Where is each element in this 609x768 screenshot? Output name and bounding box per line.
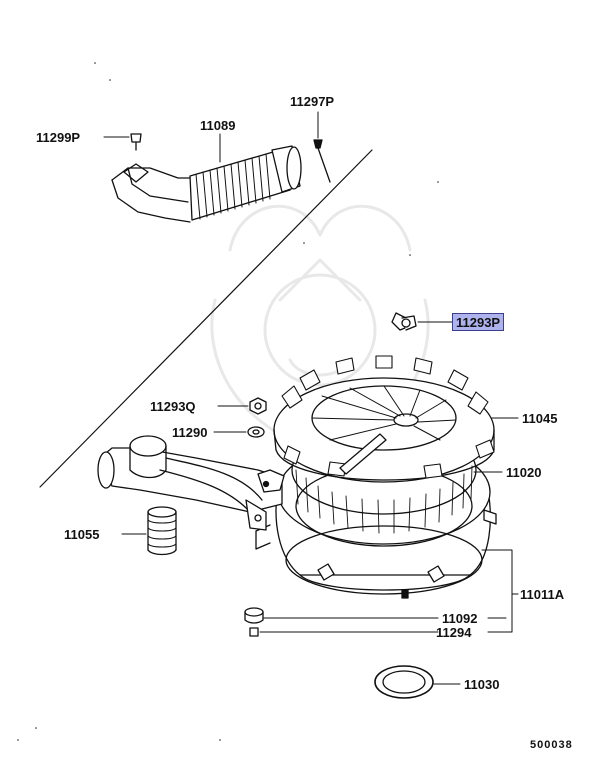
callout-11055: 11055 — [64, 527, 100, 542]
callout-11045: 11045 — [522, 411, 558, 426]
callout-11293P-highlighted: 11293P — [452, 313, 505, 331]
sleeve-11055 — [121, 506, 177, 556]
inlet-duct-resonator — [97, 435, 285, 531]
callout-11297P: 11297P — [290, 94, 335, 109]
callout-11089: 11089 — [200, 118, 236, 133]
separator-line — [39, 149, 373, 488]
grommet-11092 — [244, 607, 439, 624]
callout-11299P: 11299P — [36, 130, 81, 145]
gasket-11030 — [374, 665, 461, 699]
callout-11011A: 11011A — [520, 587, 565, 602]
callout-11020: 11020 — [506, 465, 542, 480]
bushing-11294 — [249, 627, 439, 637]
intake-hose-11089 — [111, 145, 302, 223]
callout-11030: 11030 — [464, 677, 500, 692]
callout-11293Q: 11293Q — [150, 399, 196, 414]
clip-11297P — [313, 111, 331, 183]
callout-11290: 11290 — [172, 425, 208, 440]
scan-dots — [17, 62, 439, 741]
cover-11045 — [273, 355, 495, 483]
wing-nut-11293P — [391, 312, 453, 331]
washer-11290 — [213, 426, 265, 438]
nut-11293Q — [217, 397, 267, 415]
callout-11294: 11294 — [436, 625, 472, 640]
callout-11092: 11092 — [442, 611, 478, 626]
clip-11299P — [103, 133, 142, 151]
figure-code: 500038 — [530, 739, 573, 751]
